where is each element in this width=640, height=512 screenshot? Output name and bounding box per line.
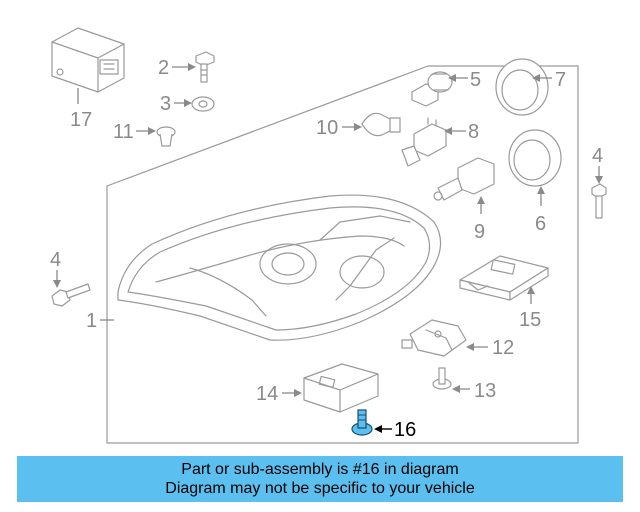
- info-banner: Part or sub-assembly is #16 in diagram D…: [17, 456, 623, 502]
- parts-diagram: 17 2 3 11 5 7 10: [50, 27, 607, 444]
- part-13-screw[interactable]: [432, 367, 452, 390]
- banner-line-1: Part or sub-assembly is #16 in diagram: [181, 461, 459, 478]
- callout-17: 17: [70, 109, 92, 131]
- part-1-headlamp-assembly[interactable]: [117, 194, 442, 341]
- callout-13: 13: [474, 380, 496, 402]
- callout-15: 15: [519, 309, 541, 331]
- callout-3: 3: [160, 93, 171, 115]
- part-17-control-module[interactable]: [51, 27, 125, 104]
- part-11-expanding-clip[interactable]: [156, 126, 176, 147]
- callout-16: 16: [394, 419, 416, 441]
- callout-11: 11: [113, 121, 134, 143]
- callout-9: 9: [474, 221, 485, 243]
- callout-8: 8: [468, 121, 479, 143]
- callout-4-left: 4: [50, 249, 61, 271]
- callout-2: 2: [158, 57, 169, 79]
- banner-line-2: Diagram may not be specific to your vehi…: [165, 480, 475, 497]
- part-3-clip[interactable]: [191, 96, 215, 112]
- callout-4-right: 4: [592, 145, 603, 167]
- part-6-dust-cap[interactable]: [508, 129, 562, 187]
- callout-14: 14: [256, 383, 278, 405]
- part-10-bulb[interactable]: [361, 112, 401, 137]
- callout-7: 7: [555, 69, 566, 91]
- part-9-hid-bulb[interactable]: [433, 157, 495, 201]
- part-15-control-unit[interactable]: [459, 255, 549, 301]
- part-7-seal-ring[interactable]: [495, 58, 549, 116]
- part-12-bracket[interactable]: [401, 319, 467, 357]
- part-8-halogen-bulb[interactable]: [401, 117, 447, 167]
- part-4-bolt-right[interactable]: [591, 183, 607, 219]
- part-14-ballast[interactable]: [303, 363, 379, 413]
- callout-5: 5: [470, 69, 481, 91]
- callout-12: 12: [492, 337, 514, 359]
- part-16-screw-highlighted[interactable]: [351, 409, 373, 436]
- callout-1: 1: [86, 310, 97, 332]
- callout-10: 10: [316, 117, 338, 139]
- part-4-bolt-left[interactable]: [51, 283, 91, 307]
- part-5-bulb-socket[interactable]: [411, 71, 453, 107]
- callout-6: 6: [535, 213, 546, 235]
- part-2-screw[interactable]: [195, 51, 215, 83]
